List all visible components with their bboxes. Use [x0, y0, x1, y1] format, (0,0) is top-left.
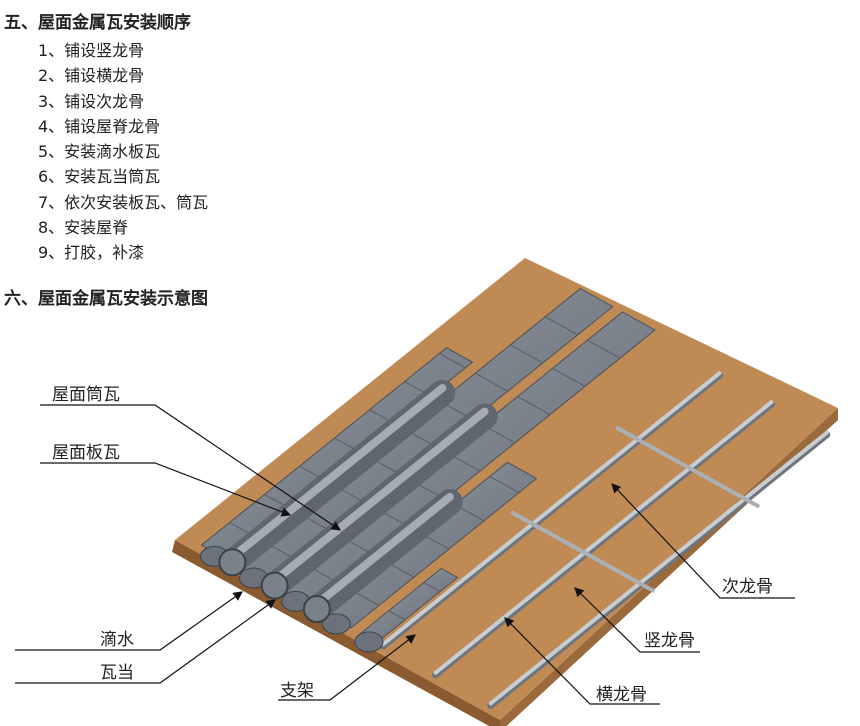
tile-joint: [489, 475, 520, 494]
tile-joint: [423, 582, 441, 593]
step-item: 3、铺设次龙骨: [38, 91, 145, 111]
tile-joint: [545, 316, 578, 336]
battens: [380, 371, 831, 709]
label-drip: 滴水: [100, 630, 134, 650]
step-item: 6、安装瓦当筒瓦: [38, 167, 161, 187]
roof-board-edge: [500, 408, 838, 726]
tile-joint: [587, 339, 621, 359]
leader-bracket: [278, 634, 416, 701]
step-item: 7、依次安装板瓦、筒瓦: [38, 192, 209, 212]
tile-joint: [510, 344, 543, 364]
step-item: 5、安装滴水板瓦: [38, 142, 161, 162]
leader-secondary-keel: [611, 483, 795, 599]
step-item: 1、铺设竖龙骨: [38, 41, 145, 60]
label-secondary-keel: 次龙骨: [722, 577, 773, 597]
label-tube-tile: 屋面筒瓦: [52, 385, 120, 405]
tile-joint: [580, 288, 613, 308]
leader-tube-tile: [40, 404, 341, 531]
eave-tile-end: [260, 571, 289, 600]
section-6-title: 六、屋面金属瓦安装示意图: [4, 289, 208, 309]
tile-joint: [552, 367, 586, 387]
leader-vertical-keel: [574, 587, 700, 653]
step-item: 4、铺设屋脊龙骨: [38, 116, 161, 136]
install-steps-list: 1、铺设竖龙骨 2、铺设横龙骨 3、铺设次龙骨 4、铺设屋脊龙骨 5、安装滴水板…: [38, 38, 208, 266]
eave-tile-end: [218, 548, 247, 577]
tube-tile-highlight: [270, 407, 489, 585]
secondary-keel-batten: [510, 510, 656, 594]
leader-horizontal-keel: [504, 617, 660, 705]
label-horizontal-keel: 横龙骨: [596, 685, 647, 705]
tile-joint: [388, 610, 406, 621]
tile-joint: [439, 352, 466, 369]
tube-tile-highlight: [312, 492, 454, 609]
tile-joint: [475, 372, 508, 392]
tile-joint: [517, 396, 551, 416]
leader-drip: [15, 591, 243, 651]
step-item: 2、铺设横龙骨: [38, 66, 145, 86]
label-bracket: 支架: [280, 681, 314, 701]
tile-joint: [622, 311, 656, 331]
label-eave-tile: 瓦当: [100, 663, 134, 683]
drip-tile-end: [321, 613, 351, 635]
vertical-keel-batten: [488, 430, 829, 706]
vertical-keel-batten: [381, 371, 722, 646]
section-5-title: 五、屋面金属瓦安装顺序: [4, 13, 191, 33]
drip-tile-end: [354, 631, 384, 653]
vertical-keel-batten: [433, 400, 774, 675]
label-plate-tile: 屋面板瓦: [52, 443, 120, 463]
tube-tile-highlight: [228, 384, 447, 562]
secondary-keel-batten: [615, 425, 761, 509]
leader-eave-tile: [15, 599, 276, 684]
step-item: 8、安装屋脊: [38, 218, 129, 238]
label-vertical-keel: 竖龙骨: [644, 631, 695, 651]
leader-plate-tile: [40, 462, 292, 517]
step-item: 9、打胶，补漆: [38, 243, 145, 263]
eave-tile-end: [302, 595, 331, 624]
